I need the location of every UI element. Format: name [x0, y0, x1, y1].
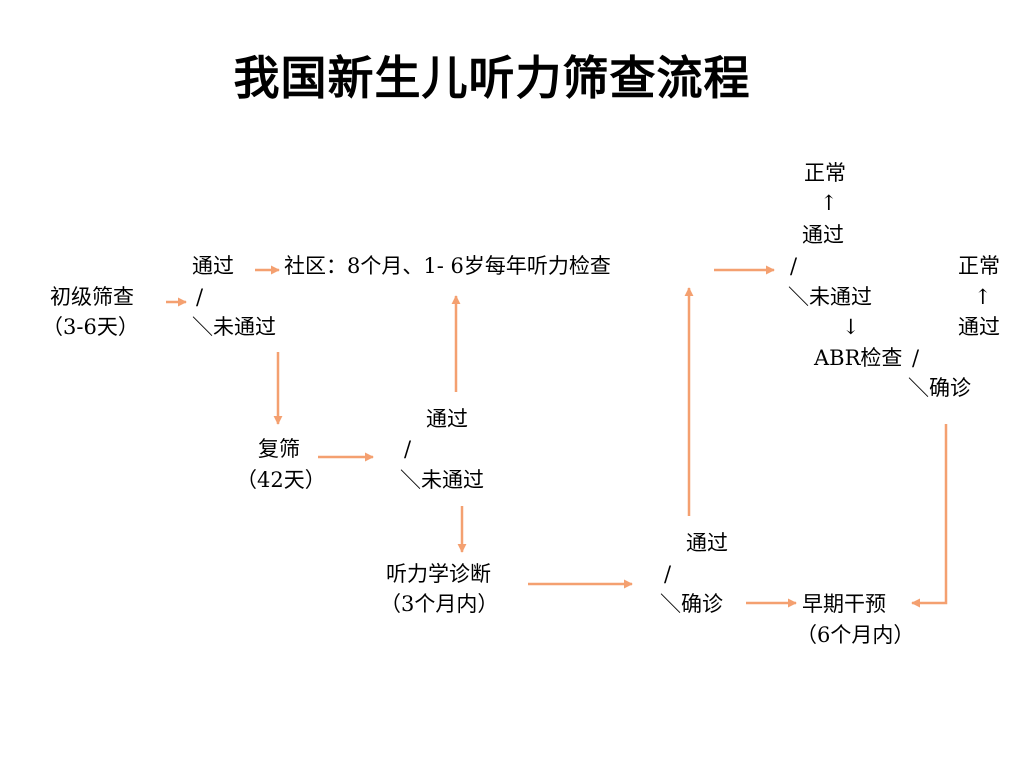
initial-screening-duration: （3-6天）	[42, 315, 139, 339]
rescreen-fail-label: ＼未通过	[400, 468, 484, 492]
abr-up-arrow-icon: ↑	[974, 285, 992, 309]
abr-check-label: ABR检查	[814, 346, 903, 370]
community-fail-label: ＼未通过	[788, 285, 872, 309]
community-down-arrow-icon: ↓	[842, 315, 860, 339]
community-up-arrow-icon: ↑	[820, 191, 838, 215]
abr-normal-label: 正常	[958, 254, 1000, 278]
community-slash: /	[790, 254, 798, 278]
arrow-abr-confirm-to-intervention	[911, 424, 948, 608]
abr-slash: /	[912, 346, 920, 370]
early-intervention-duration: （6个月内）	[796, 623, 915, 647]
diagnosis-confirm-label: ＼确诊	[660, 592, 723, 616]
initial-slash: /	[196, 285, 204, 309]
diagnosis-duration: （3个月内）	[380, 592, 499, 616]
abr-confirm-label: ＼确诊	[908, 376, 971, 400]
diagnosis-label: 听力学诊断	[386, 562, 491, 586]
initial-screening-label: 初级筛查	[50, 285, 134, 309]
abr-pass-label: 通过	[958, 315, 1000, 339]
initial-fail-label: ＼未通过	[192, 315, 276, 339]
rescreen-pass-label: 通过	[426, 407, 468, 431]
early-intervention-label: 早期干预	[802, 592, 886, 616]
rescreen-label: 复筛	[258, 437, 300, 461]
initial-pass-label: 通过	[192, 254, 234, 278]
diagnosis-slash: /	[664, 562, 672, 586]
rescreen-slash: /	[404, 437, 412, 461]
page-title: 我国新生儿听力筛查流程	[233, 51, 751, 105]
rescreen-duration: （42天）	[236, 468, 326, 492]
diagnosis-pass-label: 通过	[686, 531, 728, 555]
community-pass-label: 通过	[802, 223, 844, 247]
community-check-label: 社区：8个月、1- 6岁每年听力检查	[284, 254, 611, 278]
community-normal-label: 正常	[804, 161, 846, 185]
